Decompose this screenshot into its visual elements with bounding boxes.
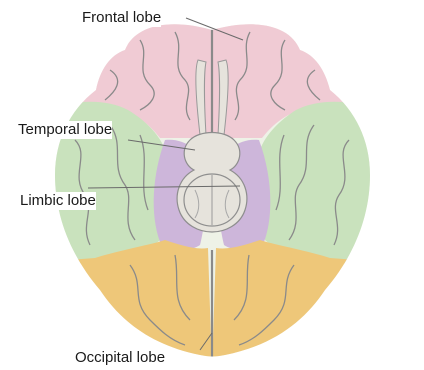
- occipital-lobe-right: [212, 240, 384, 370]
- temporal-lobe-right: [260, 102, 384, 268]
- brainstem: [177, 133, 247, 233]
- label-frontal-lobe: Frontal lobe: [82, 9, 161, 27]
- label-occipital-lobe: Occipital lobe: [75, 349, 165, 367]
- label-temporal-lobe: Temporal lobe: [18, 121, 112, 139]
- label-limbic-lobe: Limbic lobe: [20, 192, 96, 210]
